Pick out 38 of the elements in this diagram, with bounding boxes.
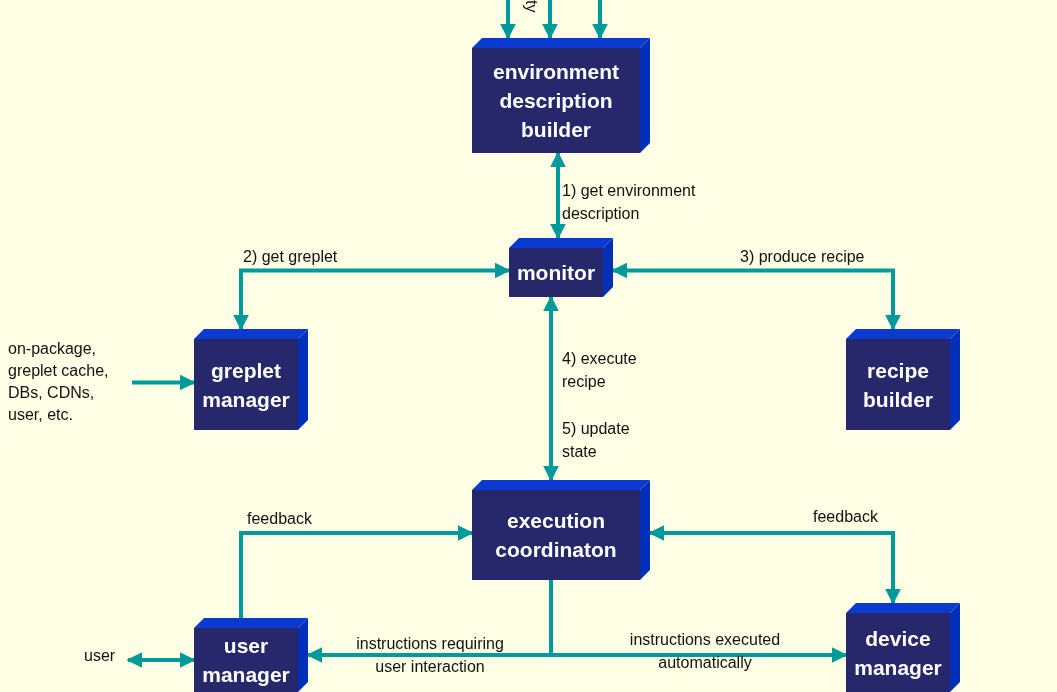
edge-label: 4) execute recipe [562,349,638,392]
connector-arrow [549,580,848,663]
process-block [509,238,613,297]
edge-label: instructions executed automatically [628,630,782,673]
process-block [846,329,960,430]
connector-arrow [233,262,511,331]
connector-arrow [239,525,474,618]
process-block [846,603,960,692]
connector-arrow [500,0,516,40]
edge-label: 3) produce recipe [740,247,866,267]
connector-arrow [611,262,901,331]
connector-arrow [592,0,608,40]
connector-arrow [542,0,558,40]
process-block [472,38,650,153]
block-label: user manager [201,633,291,688]
edge-label: feedback [247,509,313,529]
block-label: monitor [516,260,596,286]
edge-label: 2) get greplet [243,247,339,267]
source-text: on-package, greplet cache, DBs, CDNs, user, etc. [8,338,130,426]
process-block [472,480,650,580]
connector-arrow [126,652,196,668]
edge-label: 1) get environment description [562,181,697,224]
cut-off-label: ty [522,0,540,13]
step-note: 5) update state [562,419,631,462]
block-label: greplet manager [201,357,291,413]
edge-label: feedback [813,507,879,527]
block-label: device manager [853,625,943,681]
block-label: recipe builder [862,357,934,413]
source-text: user [84,645,126,667]
edge-label: instructions requiring user interaction [355,634,505,677]
connector-arrow [550,151,566,240]
process-block [194,618,308,692]
block-label: environment description builder [492,59,620,143]
block-label: execution coordinaton [494,508,618,563]
connector-arrow [132,374,196,391]
connector-arrow [648,525,901,605]
process-block [194,329,308,430]
connector-arrow [543,295,559,482]
